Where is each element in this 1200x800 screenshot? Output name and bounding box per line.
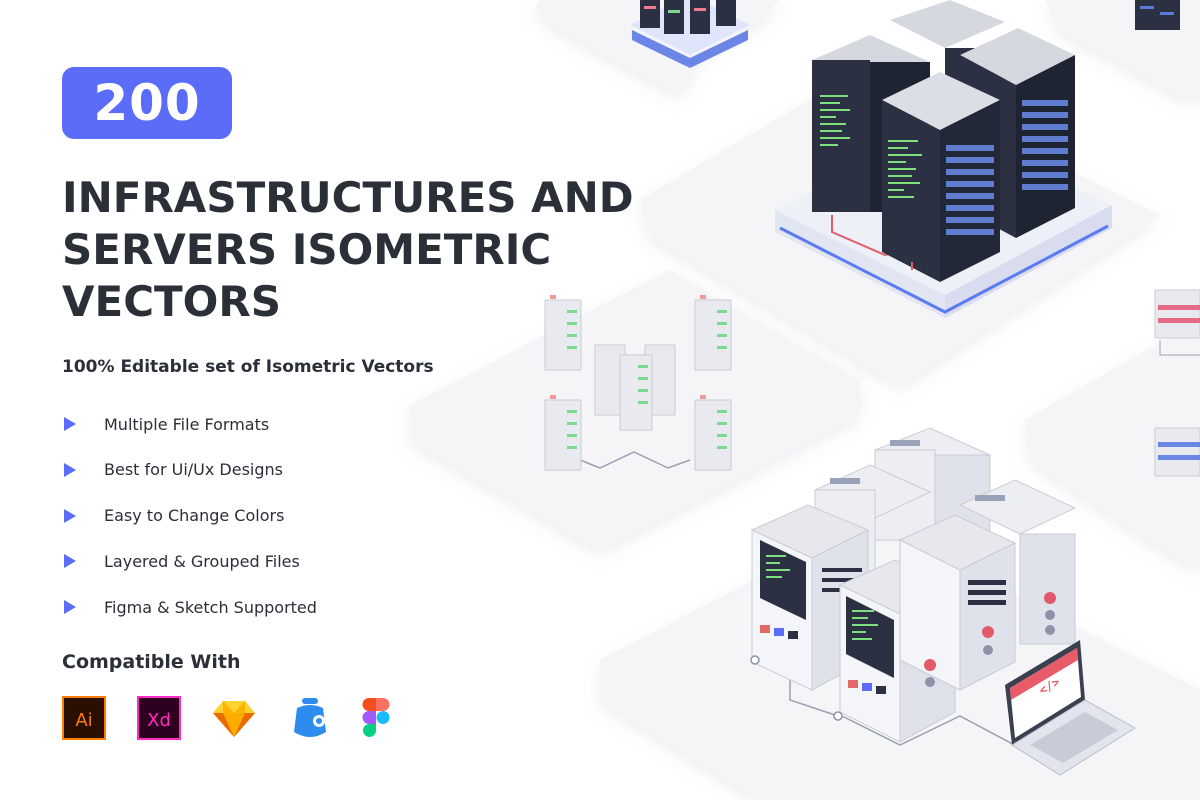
subtitle: 100% Editable set of Isometric Vectors	[62, 357, 434, 377]
feature-label: Multiple File Formats	[104, 414, 270, 434]
triangle-bullet-icon	[64, 417, 76, 431]
top-cluster-icon	[630, 0, 750, 68]
title-line-1: INFRASTRUCTURES AND	[62, 173, 634, 222]
figma-icon	[354, 696, 398, 740]
illustrator-label: Ai	[75, 710, 92, 731]
xd-icon: Xd	[137, 696, 181, 740]
feature-item: Multiple File Formats	[62, 412, 317, 436]
craft-icon	[288, 696, 332, 740]
laptop-icon: </>	[1005, 640, 1136, 776]
feature-item: Easy to Change Colors	[62, 504, 317, 528]
server-racks-group	[775, 0, 1112, 318]
triangle-bullet-icon	[64, 600, 76, 615]
feature-label: Figma & Sketch Supported	[104, 597, 317, 617]
title-line-3: VECTORS	[62, 277, 281, 326]
triangle-bullet-icon	[64, 508, 76, 523]
page-title: INFRASTRUCTURES AND SERVERS ISOMETRIC VE…	[62, 172, 652, 328]
side-racks-group	[1154, 289, 1200, 477]
feature-item: Layered & Grouped Files	[62, 549, 317, 573]
title-line-2: SERVERS ISOMETRIC	[62, 225, 552, 274]
feature-list: Multiple File Formats Best for Ui/Ux Des…	[62, 412, 317, 641]
server-towers-group	[544, 295, 732, 471]
corner-rack-icon	[1135, 0, 1180, 30]
illustrator-icon: Ai	[62, 696, 106, 740]
sketch-icon	[212, 696, 256, 740]
feature-label: Layered & Grouped Files	[104, 551, 300, 571]
feature-item: Best for Ui/Ux Designs	[62, 458, 317, 482]
feature-label: Best for Ui/Ux Designs	[104, 460, 283, 480]
count-value: 200	[93, 74, 201, 132]
promo-panel: 200 INFRASTRUCTURES AND SERVERS ISOMETRI…	[62, 67, 634, 744]
computer-towers-group	[750, 427, 1077, 749]
triangle-bullet-icon	[64, 462, 76, 477]
count-badge: 200	[62, 67, 232, 139]
triangle-bullet-icon	[64, 554, 76, 569]
feature-item: Figma & Sketch Supported	[62, 595, 317, 619]
xd-label: Xd	[147, 710, 171, 731]
feature-label: Easy to Change Colors	[104, 506, 285, 526]
compatible-apps: Ai Xd	[62, 696, 402, 744]
compatible-heading: Compatible With	[62, 651, 241, 673]
